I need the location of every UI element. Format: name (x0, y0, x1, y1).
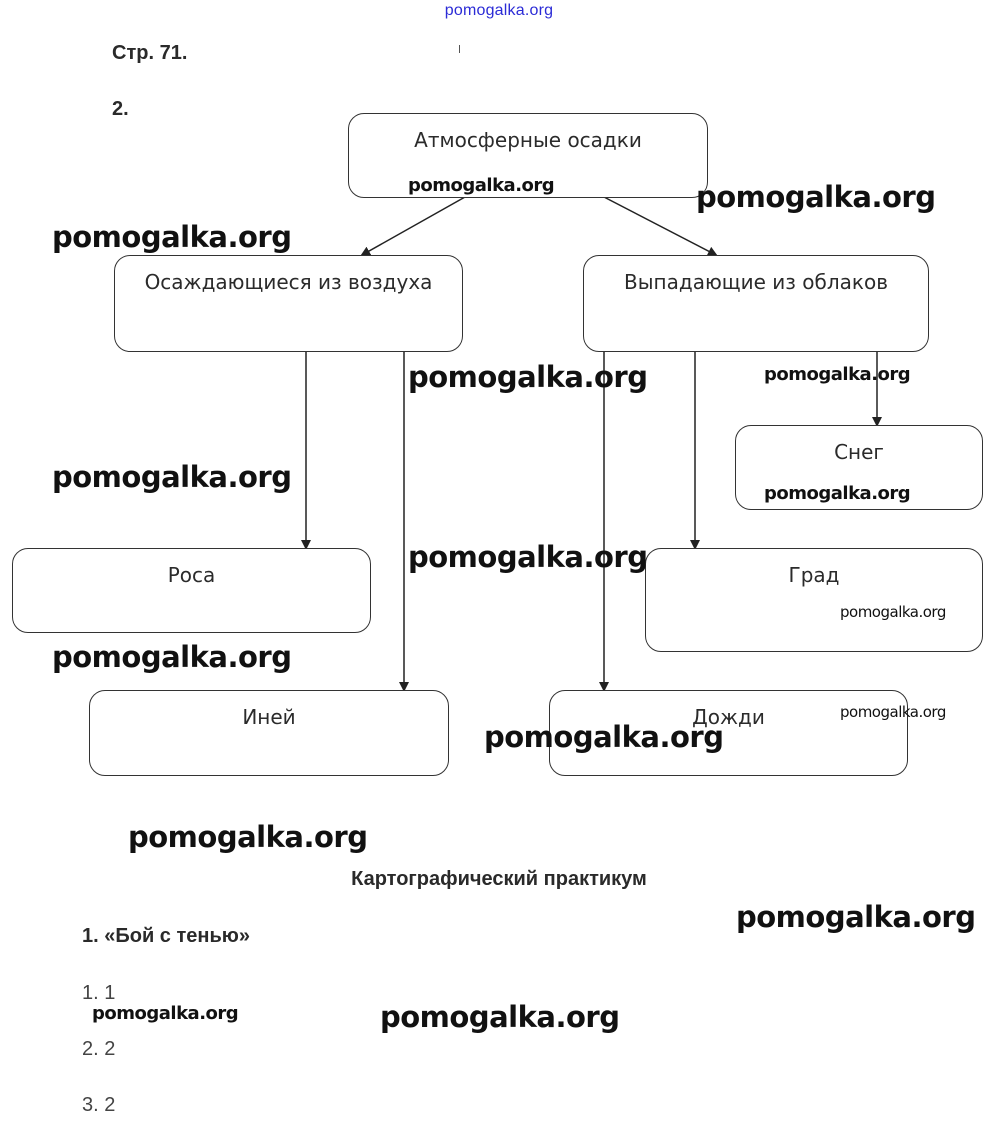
watermark: pomogalka.org (52, 220, 292, 254)
node-settling-from-air: Осаждающиеся из воздуха (114, 255, 463, 352)
watermark: pomogalka.org (484, 720, 724, 754)
watermark: pomogalka.org (696, 180, 936, 214)
node-hail: Град (645, 548, 983, 652)
node-atmospheric-precipitation: Атмосферные осадки (348, 113, 708, 198)
answer-item: 3. 2 (82, 1094, 116, 1116)
edge-root-to-clouds (603, 196, 718, 256)
watermark: pomogalka.org (408, 175, 555, 196)
node-dew: Роса (12, 548, 371, 633)
task-number: 2. (112, 98, 129, 120)
watermark: pomogalka.org (380, 1000, 620, 1034)
watermark: pomogalka.org (52, 640, 292, 674)
node-rain: Дожди (549, 690, 908, 776)
node-snow: Снег (735, 425, 983, 510)
node-label: Град (788, 563, 840, 587)
edge-root-to-air (360, 196, 466, 256)
node-label: Атмосферные осадки (414, 128, 642, 152)
watermark: pomogalka.org (408, 540, 648, 574)
answer-item: 1. 1 (82, 982, 116, 1004)
exercise-title: 1. «Бой с тенью» (82, 925, 250, 947)
watermark: pomogalka.org (840, 703, 946, 721)
node-label: Дожди (692, 705, 765, 729)
page-reference: Стр. 71. (112, 42, 188, 64)
stray-mark (459, 45, 460, 53)
node-label: Иней (242, 705, 296, 729)
watermark: pomogalka.org (92, 1003, 239, 1024)
answer-item: 2. 2 (82, 1038, 116, 1060)
watermark: pomogalka.org (128, 820, 368, 854)
section-title: Картографический практикум (351, 868, 647, 890)
node-label: Снег (834, 440, 884, 464)
watermark: pomogalka.org (52, 460, 292, 494)
watermark: pomogalka.org (840, 603, 946, 621)
watermark: pomogalka.org (408, 360, 648, 394)
site-link[interactable]: pomogalka.org (444, 2, 554, 19)
watermark: pomogalka.org (736, 900, 976, 934)
node-frost: Иней (89, 690, 449, 776)
node-label: Осаждающиеся из воздуха (144, 270, 433, 294)
watermark: pomogalka.org (764, 364, 911, 385)
node-label: Выпадающие из облаков (624, 270, 888, 294)
node-falling-from-clouds: Выпадающие из облаков (583, 255, 929, 352)
node-label: Роса (167, 563, 216, 587)
watermark: pomogalka.org (764, 483, 911, 504)
